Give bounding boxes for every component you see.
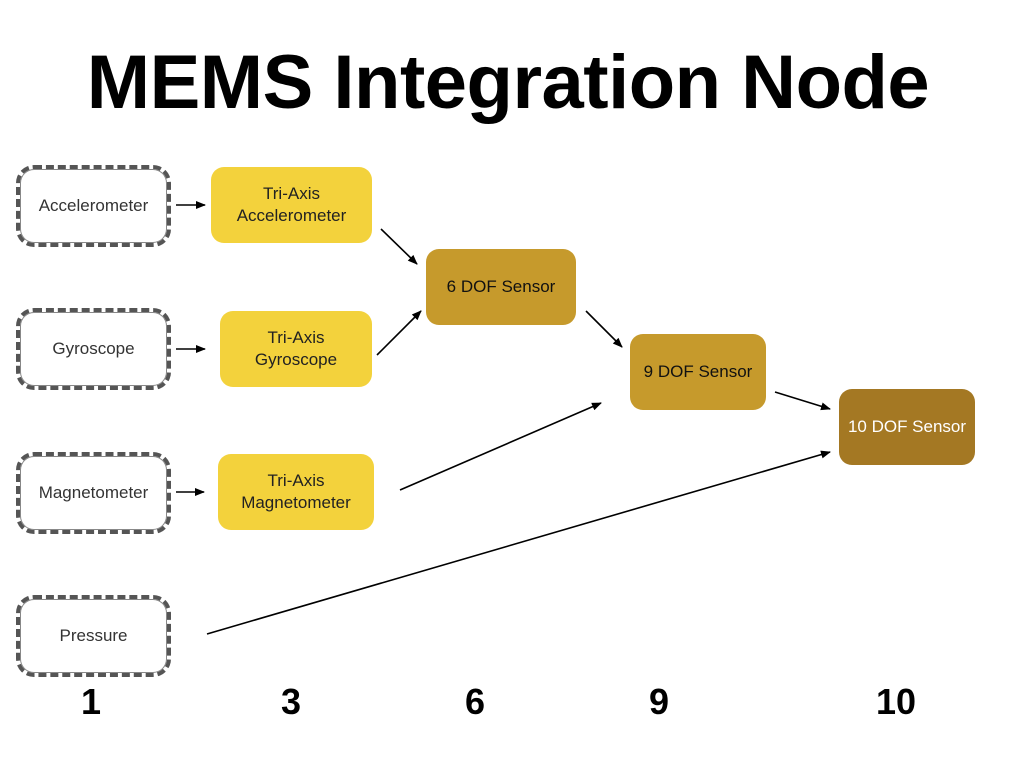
sensor-gyroscope: Gyroscope [16,308,171,390]
sensor-label: Accelerometer [38,196,149,215]
ten-dof-sensor: 10 DOF Sensor [839,389,975,465]
tri-axis-line1: Tri-Axis [263,184,320,203]
arrow-trigyro-to-6dof [376,310,422,356]
column-number-10: 10 [875,681,917,722]
sensor-label: Pressure [59,626,128,645]
sensor-pressure: Pressure [16,595,171,677]
tri-axis-line2: Magnetometer [241,493,351,512]
arrow-triaccel-to-6dof [380,228,418,265]
nine-dof-sensor: 9 DOF Sensor [630,334,766,410]
column-number-1: 1 [80,681,102,722]
page-title: MEMS Integration Node [86,40,930,125]
tri-axis-line2: Gyroscope [254,350,338,369]
nine-dof-label: 9 DOF Sensor [643,362,753,381]
arrow-trimag-to-9dof [399,402,602,491]
arrow-9dof-to-10dof [774,391,831,411]
ten-dof-label: 10 DOF Sensor [847,417,967,436]
column-number-9: 9 [648,681,670,722]
tri-axis-line1: Tri-Axis [267,471,325,490]
arrow-pressure-to-10dof [206,450,831,635]
six-dof-sensor: 6 DOF Sensor [426,249,576,325]
sensor-accelerometer: Accelerometer [16,165,171,247]
sensor-label: Magnetometer [38,483,149,502]
arrow-6dof-to-9dof [585,310,623,348]
tri-axis-line1: Tri-Axis [267,328,325,347]
sensor-label: Gyroscope [52,339,135,358]
column-number-6: 6 [464,681,486,722]
sensor-magnetometer: Magnetometer [16,452,171,534]
six-dof-label: 6 DOF Sensor [446,277,556,296]
column-number-3: 3 [280,681,302,722]
tri-axis-line2: Accelerometer [236,206,347,225]
